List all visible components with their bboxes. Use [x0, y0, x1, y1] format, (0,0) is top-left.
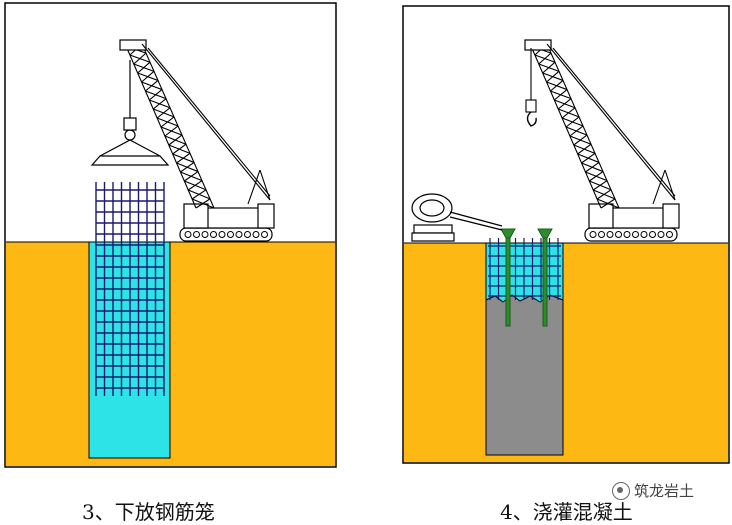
- panel-lower-rebar-cage: [4, 2, 337, 468]
- crawler-crane-left: [119, 39, 275, 242]
- panel-pour-concrete: [402, 5, 730, 464]
- rebar-cage: [488, 238, 561, 300]
- soil-ground: [404, 243, 728, 462]
- tremie-pipes: [500, 228, 553, 327]
- concrete-fill: [485, 294, 564, 456]
- watermark-text: 筑龙岩土: [634, 482, 695, 500]
- lifting-spreader: [90, 60, 170, 166]
- watermark: 筑龙岩土: [612, 480, 694, 501]
- concrete-mixer: [411, 193, 503, 242]
- crawler-crane-right: [524, 39, 680, 242]
- wechat-icon: [612, 481, 630, 500]
- caption-step-3: 3、下放钢筋笼: [82, 500, 215, 524]
- rebar-cage: [95, 182, 165, 396]
- caption-step-4: 4、浇灌混凝土: [500, 500, 633, 524]
